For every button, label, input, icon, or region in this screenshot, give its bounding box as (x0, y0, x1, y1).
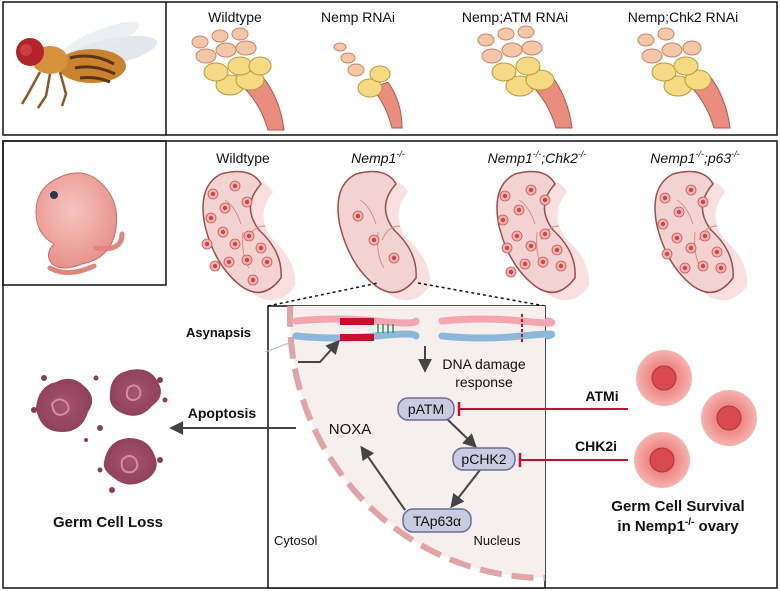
zoom-line-left (267, 282, 379, 307)
dna-damage-label-line1: DNA damage (442, 356, 525, 372)
apoptotic-cells (31, 369, 168, 493)
cytosol-label: Cytosol (274, 533, 317, 548)
apoptosis-label: Apoptosis (188, 405, 257, 421)
chk2-inhibitor (518, 453, 628, 467)
node-tap63: TAp63α (402, 508, 472, 533)
mouse-label-nemp1-chk2: Nemp1-/-;Chk2-/- (488, 149, 587, 166)
nuclear-envelope (287, 306, 545, 581)
chromosomes-synapsed (292, 315, 420, 342)
fly-panel (2, 1, 778, 136)
node-tap63-label: TAp63α (413, 513, 461, 529)
mouse-ovary-nemp1-chk2 (496, 170, 590, 301)
zoom-line-right (417, 282, 546, 307)
fly-label-nemp-chk2-rnai: Nemp;Chk2 RNAi (628, 9, 738, 25)
patm-to-pchk2-arrow (445, 417, 478, 448)
nucleus-label: Nucleus (474, 533, 521, 548)
fly-label-nemp-rnai: Nemp RNAi (321, 9, 395, 25)
asynapsis-label: Asynapsis (186, 325, 251, 340)
fly-ovary-nemp-rnai (333, 42, 403, 129)
tap63-to-noxa-arrow (360, 445, 406, 511)
mouse-pup-icon (35, 172, 125, 275)
mouse-ovaries (201, 170, 748, 301)
mouse-ovary-wildtype (201, 170, 296, 301)
chromosomes-dna-damage (438, 314, 556, 342)
fly-ovary-nemp-atm-rnai (477, 25, 573, 129)
node-pchk2-label: pCHK2 (461, 451, 506, 467)
fly-label-wildtype: Wildtype (208, 9, 262, 25)
asynapsis-pointer (264, 341, 293, 353)
node-noxa-label: NOXA (329, 421, 372, 438)
dna-damage-label-line2: response (455, 374, 513, 390)
germ-cell-survival-line1: Germ Cell Survival (611, 498, 744, 515)
mouse-ovary-nemp1-p63 (654, 170, 748, 301)
fly-label-nemp-atm-rnai: Nemp;ATM RNAi (462, 9, 568, 25)
asynapsis-arrow (298, 339, 340, 363)
germ-cell-survival-line2: in Nemp1-/- ovary (617, 517, 739, 535)
mouse-label-wildtype: Wildtype (216, 150, 270, 166)
mouse-label-nemp1-p63: Nemp1-/-;p63-/- (650, 149, 739, 166)
pchk2-to-tap63-arrow (450, 469, 481, 509)
node-patm: pATM (397, 397, 455, 421)
node-patm-label: pATM (408, 401, 444, 417)
atm-inhibitor (457, 402, 628, 416)
chk2i-label: CHK2i (575, 438, 617, 454)
germ-cell-loss-label: Germ Cell Loss (53, 514, 163, 531)
fruit-fly-icon (16, 21, 158, 109)
node-pchk2: pCHK2 (452, 447, 516, 471)
fly-ovary-nemp-chk2-rnai (637, 27, 731, 129)
fly-ovary-wildtype (191, 27, 285, 131)
mouse-label-nemp1: Nemp1-/- (351, 149, 405, 166)
surviving-germ-cells (634, 350, 757, 488)
mechanism-panel (267, 305, 546, 589)
mouse-ovary-nemp1 (337, 170, 431, 301)
atmi-label: ATMi (585, 388, 618, 404)
